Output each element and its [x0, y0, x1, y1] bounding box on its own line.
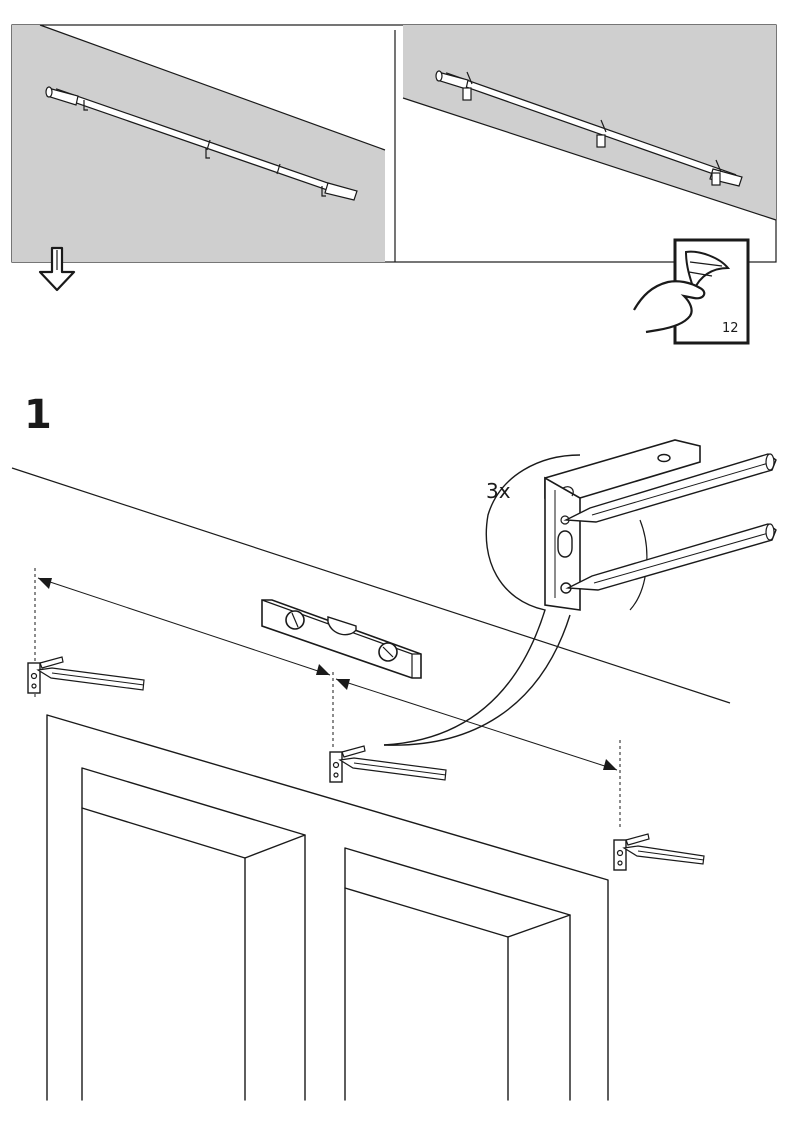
pencil-icon: [338, 757, 447, 781]
bracket-left: [27, 656, 64, 694]
next-page-number: 12: [722, 321, 739, 336]
bracket-center: [329, 745, 366, 783]
curtain-rod-icon: [45, 86, 358, 201]
spirit-level-icon: [261, 599, 422, 679]
bracket-right: [613, 833, 650, 871]
overview-left-scene: [12, 24, 386, 262]
pencil-icon: [563, 453, 777, 523]
overview-right-scene: [402, 25, 777, 221]
pencil-icon: [36, 667, 145, 691]
page-turn-hand-icon: 12: [633, 238, 750, 345]
detail-callout: 3x: [383, 439, 777, 746]
pencil-icon: [565, 523, 777, 591]
pencil-icon: [622, 845, 705, 865]
curtain-rod-mounted-icon: [435, 70, 743, 187]
window-frame: [46, 714, 609, 1101]
bracket-icon: [544, 439, 701, 611]
measurement-lines: [34, 568, 621, 830]
overview-panel: [11, 24, 777, 263]
ceiling-line: [11, 467, 731, 704]
down-arrow-icon: [38, 246, 76, 292]
step-number: 1: [24, 392, 52, 438]
quantity-label: 3x: [486, 479, 511, 503]
